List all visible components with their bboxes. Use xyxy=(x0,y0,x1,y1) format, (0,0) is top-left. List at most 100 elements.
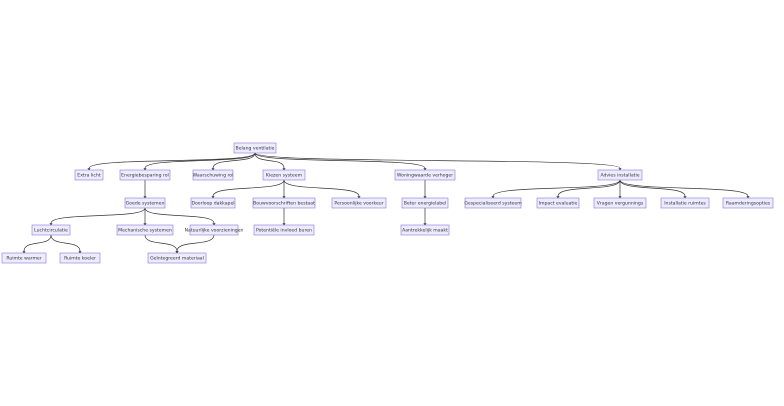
edge-root-to-energie xyxy=(144,152,256,169)
arrowhead-vergunning xyxy=(618,196,622,199)
node-advies: Advies installatie xyxy=(597,169,643,181)
node-box-root xyxy=(233,142,277,154)
node-energie: Energiebesparing rol xyxy=(119,169,171,181)
node-luchtcirculatie: Luchtcirculatie xyxy=(31,224,71,236)
node-label-kiezen: Kiezen systeem xyxy=(266,173,303,179)
node-label-ruimte-koeler: Ruimte koeler xyxy=(64,256,96,262)
node-label-natuurlijke: Natuurlijke voorzieningen xyxy=(185,228,244,234)
node-label-goede: Goede systemen xyxy=(126,201,165,207)
node-box-energie xyxy=(119,169,171,181)
node-box-goede xyxy=(124,197,166,209)
arrowhead-natuurlijke xyxy=(212,223,216,226)
edge-root-to-kiezen xyxy=(254,152,285,169)
node-box-vergunning xyxy=(593,197,647,209)
node-box-doorloop xyxy=(190,197,236,209)
node-box-kiezen xyxy=(262,169,306,181)
node-label-ruimte-warmer: Ruimte warmer xyxy=(6,256,41,262)
node-box-ruimte-koeler xyxy=(59,252,101,264)
arrowhead-luchtcirculatie xyxy=(49,223,53,226)
edge-goede-to-natuurlijke xyxy=(144,207,215,224)
edge-goede-to-luchtcirculatie xyxy=(50,207,146,224)
node-box-persoonlijke xyxy=(331,197,387,209)
node-label-doorloop: Doorloop dakkapel xyxy=(191,201,234,207)
edge-kiezen-to-persoonlijke xyxy=(283,179,360,197)
node-potentiele: Potentiële invloed buren xyxy=(253,224,315,236)
edge-advies-to-gespecialiseerd xyxy=(492,179,621,197)
edge-root-to-extra-licht xyxy=(88,152,256,169)
node-goede: Goede systemen xyxy=(124,197,166,209)
node-box-installatie xyxy=(660,197,710,209)
node-label-energie: Energiebesparing rol xyxy=(121,173,169,179)
node-box-natuurlijke xyxy=(189,224,239,236)
node-box-gespecialiseerd xyxy=(464,197,522,209)
node-root: Belang ventilatie xyxy=(233,142,277,154)
node-label-aantrekkelijk: Aantrekkelijk maakt xyxy=(402,228,448,234)
arrowhead-energie xyxy=(143,168,147,171)
edge-root-to-advies xyxy=(254,152,621,169)
arrowhead-raamdering xyxy=(746,196,750,199)
edge-kiezen-to-doorloop xyxy=(212,179,285,197)
node-persoonlijke: Persoonlijke voorkeur xyxy=(331,197,387,209)
node-label-luchtcirculatie: Luchtcirculatie xyxy=(34,228,68,234)
node-label-impact: Impact evaluatie xyxy=(539,201,578,207)
node-natuurlijke: Natuurlijke voorzieningen xyxy=(185,224,244,236)
node-label-potentiele: Potentiële invloed buren xyxy=(256,228,312,234)
node-label-geintegreerd: Geïntegreerd materiaal xyxy=(150,256,204,262)
arrowhead-ruimte-koeler xyxy=(78,251,82,254)
arrowhead-impact xyxy=(556,196,560,199)
node-label-woningwaarde: Woningwaarde verhoger xyxy=(397,173,453,179)
arrowhead-advies xyxy=(618,168,622,171)
arrowhead-persoonlijke xyxy=(357,196,361,199)
arrowhead-ruimte-warmer xyxy=(22,251,26,254)
edge-luchtcirculatie-to-ruimte-koeler xyxy=(50,234,81,252)
node-doorloop: Doorloop dakkapel xyxy=(190,197,236,209)
node-extra-licht: Extra licht xyxy=(74,169,104,181)
node-box-woningwaarde xyxy=(394,169,456,181)
node-ruimte-warmer: Ruimte warmer xyxy=(1,252,47,264)
arrowhead-woningwaarde xyxy=(423,168,427,171)
arrowhead-beter xyxy=(423,196,427,199)
node-label-extra-licht: Extra licht xyxy=(77,173,101,179)
arrowhead-doorloop xyxy=(211,196,215,199)
node-aantrekkelijk: Aantrekkelijk maakt xyxy=(400,224,450,236)
edge-layer xyxy=(22,152,750,254)
edge-advies-to-raamdering xyxy=(619,179,749,197)
arrowhead-goede xyxy=(143,196,147,199)
node-box-geintegreerd xyxy=(147,252,207,264)
edge-advies-to-impact xyxy=(557,179,621,197)
node-vergunning: Vragen vergunnings xyxy=(593,197,647,209)
node-box-bouwvoorschriften xyxy=(252,197,316,209)
node-box-raamdering xyxy=(722,197,774,209)
arrowhead-bouwvoorschriften xyxy=(282,196,286,199)
node-label-waarschuwing: Waarschuwing rol xyxy=(193,173,234,179)
node-label-gespecialiseerd: Gespecialiseerd systeem xyxy=(464,201,522,207)
node-waarschuwing: Waarschuwing rol xyxy=(192,169,234,181)
node-gespecialiseerd: Gespecialiseerd systeem xyxy=(464,197,522,209)
node-impact: Impact evaluatie xyxy=(536,197,580,209)
node-woningwaarde: Woningwaarde verhoger xyxy=(394,169,456,181)
arrowhead-kiezen xyxy=(282,168,286,171)
node-label-mechanische: Mechanische systemen xyxy=(118,228,172,234)
node-box-ruimte-warmer xyxy=(1,252,47,264)
node-box-advies xyxy=(597,169,643,181)
node-mechanische: Mechanische systemen xyxy=(116,224,174,236)
edge-mechanische-to-geintegreerd xyxy=(144,234,178,252)
node-box-waarschuwing xyxy=(192,169,234,181)
node-label-vergunning: Vragen vergunnings xyxy=(597,201,644,207)
node-beter: Beter energielabel xyxy=(401,197,449,209)
node-raamdering: Raamderingsopties xyxy=(722,197,774,209)
node-geintegreerd: Geïntegreerd materiaal xyxy=(147,252,207,264)
node-label-raamdering: Raamderingsopties xyxy=(726,201,771,207)
node-label-beter: Beter energielabel xyxy=(404,201,446,207)
arrowhead-mechanische xyxy=(143,223,147,226)
node-label-root: Belang ventilatie xyxy=(236,146,275,152)
node-label-bouwvoorschriften: Bouwvoorschriften bestaat xyxy=(253,201,315,207)
node-box-aantrekkelijk xyxy=(400,224,450,236)
node-box-impact xyxy=(536,197,580,209)
node-ruimte-koeler: Ruimte koeler xyxy=(59,252,101,264)
edge-root-to-woningwaarde xyxy=(254,152,426,169)
node-installatie: Installatie ruimtes xyxy=(660,197,710,209)
node-box-beter xyxy=(401,197,449,209)
